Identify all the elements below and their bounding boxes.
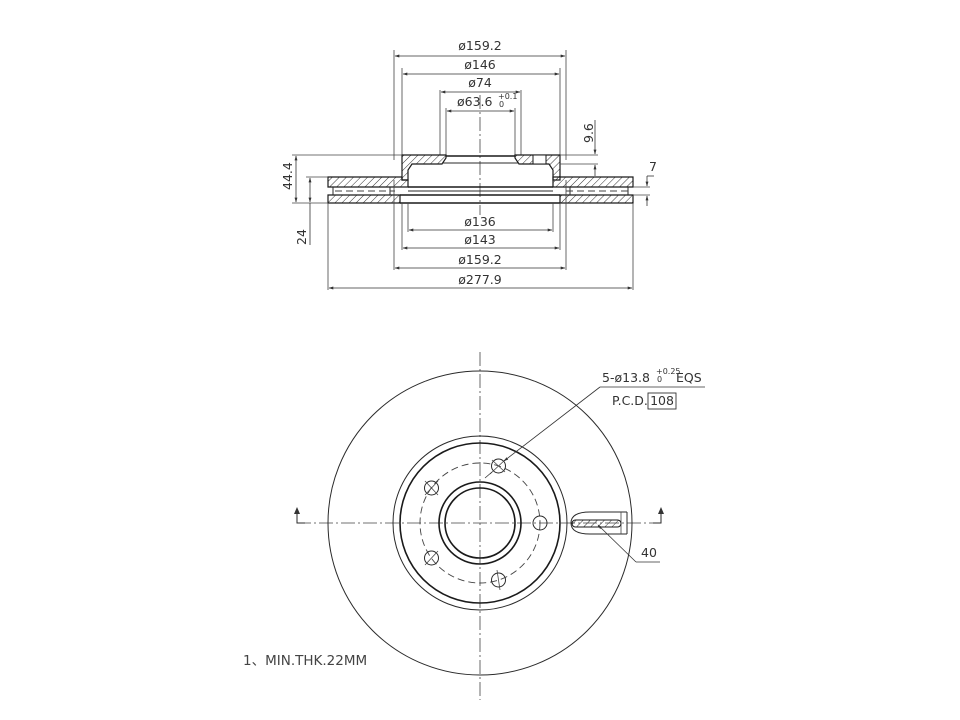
slot-label: 40: [641, 545, 657, 560]
pcd-circle: [419, 462, 541, 584]
disc-outer-circle: [327, 370, 633, 676]
dim-label-74: ø74: [468, 75, 492, 90]
dim-label-63-6: ø63.6: [457, 94, 493, 109]
pcd-label: P.C.D.: [612, 393, 648, 408]
dim-label-159-bottom: ø159.2: [458, 252, 501, 267]
bore-inner-circle: [444, 487, 516, 559]
dim-label-7: 7: [649, 159, 657, 174]
dim-tol-lower-63-6: 0: [499, 100, 504, 109]
bolt-hole: [532, 515, 548, 531]
dim-label-277-9: ø277.9: [458, 272, 501, 287]
dim-label-44-4: 44.4: [280, 162, 295, 190]
bolt-callout-tol-lower: 0: [657, 375, 662, 384]
wear-slot: [570, 511, 628, 535]
dim-label-9-6: 9.6: [581, 123, 596, 143]
bolt-holes: [424, 457, 548, 591]
dim-label-146: ø146: [464, 57, 496, 72]
bolt-hole: [489, 457, 508, 475]
plan-view: 5-ø13.8 +0.25 0 EQS P.C.D. 108 40: [294, 352, 705, 700]
slot-leader: [597, 524, 637, 563]
dim-tol-upper-63-6: +0.1: [498, 92, 517, 101]
hat-section-left: [401, 154, 447, 181]
min-thickness-note: 1、MIN.THK.22MM: [243, 653, 367, 669]
section-arrow-right-icon: [653, 510, 662, 524]
bolt-hole: [424, 480, 439, 496]
dim-label-136: ø136: [464, 214, 496, 229]
bolt-hole: [424, 550, 439, 566]
dim-label-159-top: ø159.2: [458, 38, 501, 53]
bolt-hole: [491, 569, 506, 591]
hat-inner-circle: [399, 442, 561, 604]
bolt-callout-leader: [503, 386, 601, 462]
hat-outer-circle: [392, 435, 568, 611]
hat-section-right: [514, 154, 561, 181]
pcd-value-box: [647, 392, 677, 410]
bolt-callout-tol-upper: +0.25: [656, 367, 681, 376]
bolt-callout-suffix: EQS: [676, 370, 702, 385]
pcd-value: 108: [650, 393, 674, 408]
bolt-callout-prefix: 5-ø13.8: [602, 370, 650, 385]
dim-label-143: ø143: [464, 232, 496, 247]
section-view: ø159.2 ø146 ø74 ø63.6 +0.1 0: [280, 38, 657, 290]
bore-outer-circle: [438, 481, 522, 565]
section-arrow-left-icon: [296, 510, 305, 524]
dim-label-24: 24: [294, 229, 309, 245]
